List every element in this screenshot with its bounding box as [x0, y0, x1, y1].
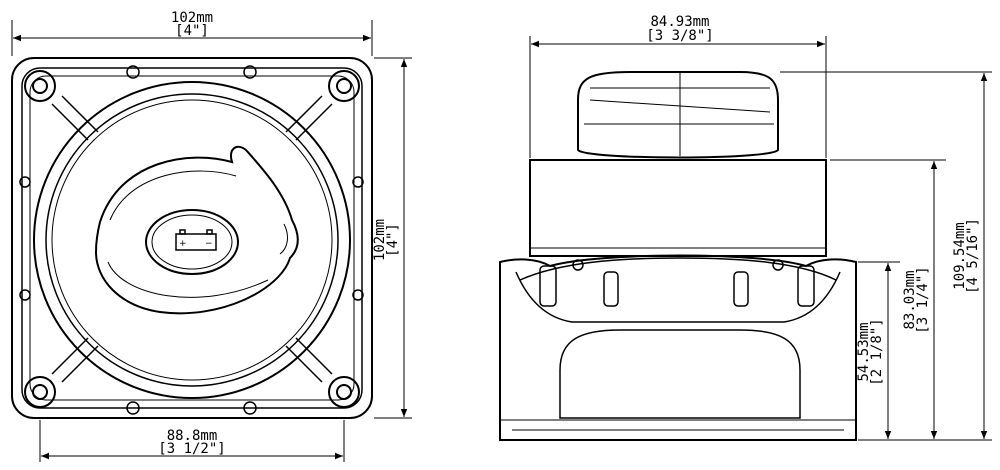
battery-oval: [145, 209, 239, 275]
front-outer-ring: [33, 81, 351, 399]
battery-plus: +: [179, 239, 187, 249]
dimension-lines: [11, 20, 992, 462]
battery-icon: [175, 229, 217, 251]
dim-body-height-imperial: [3 1/4"]: [915, 266, 931, 333]
corner-mounting-holes: [24, 70, 360, 408]
dim-side-height-imperial: [4"]: [385, 223, 401, 257]
front-inner-rim: [21, 67, 363, 409]
knob-lever-inner: [107, 170, 288, 298]
dim-top-width-imperial: [4"]: [175, 23, 209, 39]
dim-top-width-metric: 102mm: [171, 10, 213, 26]
battery-oval-inner: [151, 214, 233, 270]
knob-lever: [94, 145, 299, 315]
side-base-tabs: [539, 259, 815, 307]
dim-knob-width-imperial: [3 3/8"]: [646, 28, 713, 44]
dim-body-height-metric: 83.03mm: [902, 270, 918, 329]
side-arch-window: [559, 329, 801, 419]
dim-bottom-width-metric: 88.8mm: [167, 428, 218, 444]
side-base: [499, 254, 857, 441]
front-view: + −: [11, 57, 373, 419]
side-knob: [577, 71, 779, 159]
side-view: [499, 71, 857, 441]
dim-base-height-imperial: [2 1/8"]: [869, 318, 885, 385]
dimension-labels: 102mm [4"] 102mm [4"] 88.8mm [3 1/2"] 84…: [158, 10, 981, 457]
dim-side-height-metric: 102mm: [372, 219, 388, 261]
diagonal-ribs: [51, 95, 333, 383]
front-inner-rim-2: [29, 75, 355, 401]
dim-base-height-metric: 54.53mm: [856, 322, 872, 381]
dim-total-height-imperial: [4 5/16"]: [965, 218, 981, 294]
front-inner-ring: [51, 99, 333, 381]
front-mid-ring: [45, 93, 339, 387]
front-outer-housing: [11, 57, 373, 419]
battery-minus: −: [205, 239, 213, 249]
dim-knob-width-metric: 84.93mm: [650, 14, 709, 30]
edge-screws: [19, 65, 364, 415]
dim-total-height-metric: 109.54mm: [952, 222, 968, 289]
dim-bottom-width-imperial: [3 1/2"]: [158, 441, 225, 457]
side-body: [529, 159, 827, 257]
